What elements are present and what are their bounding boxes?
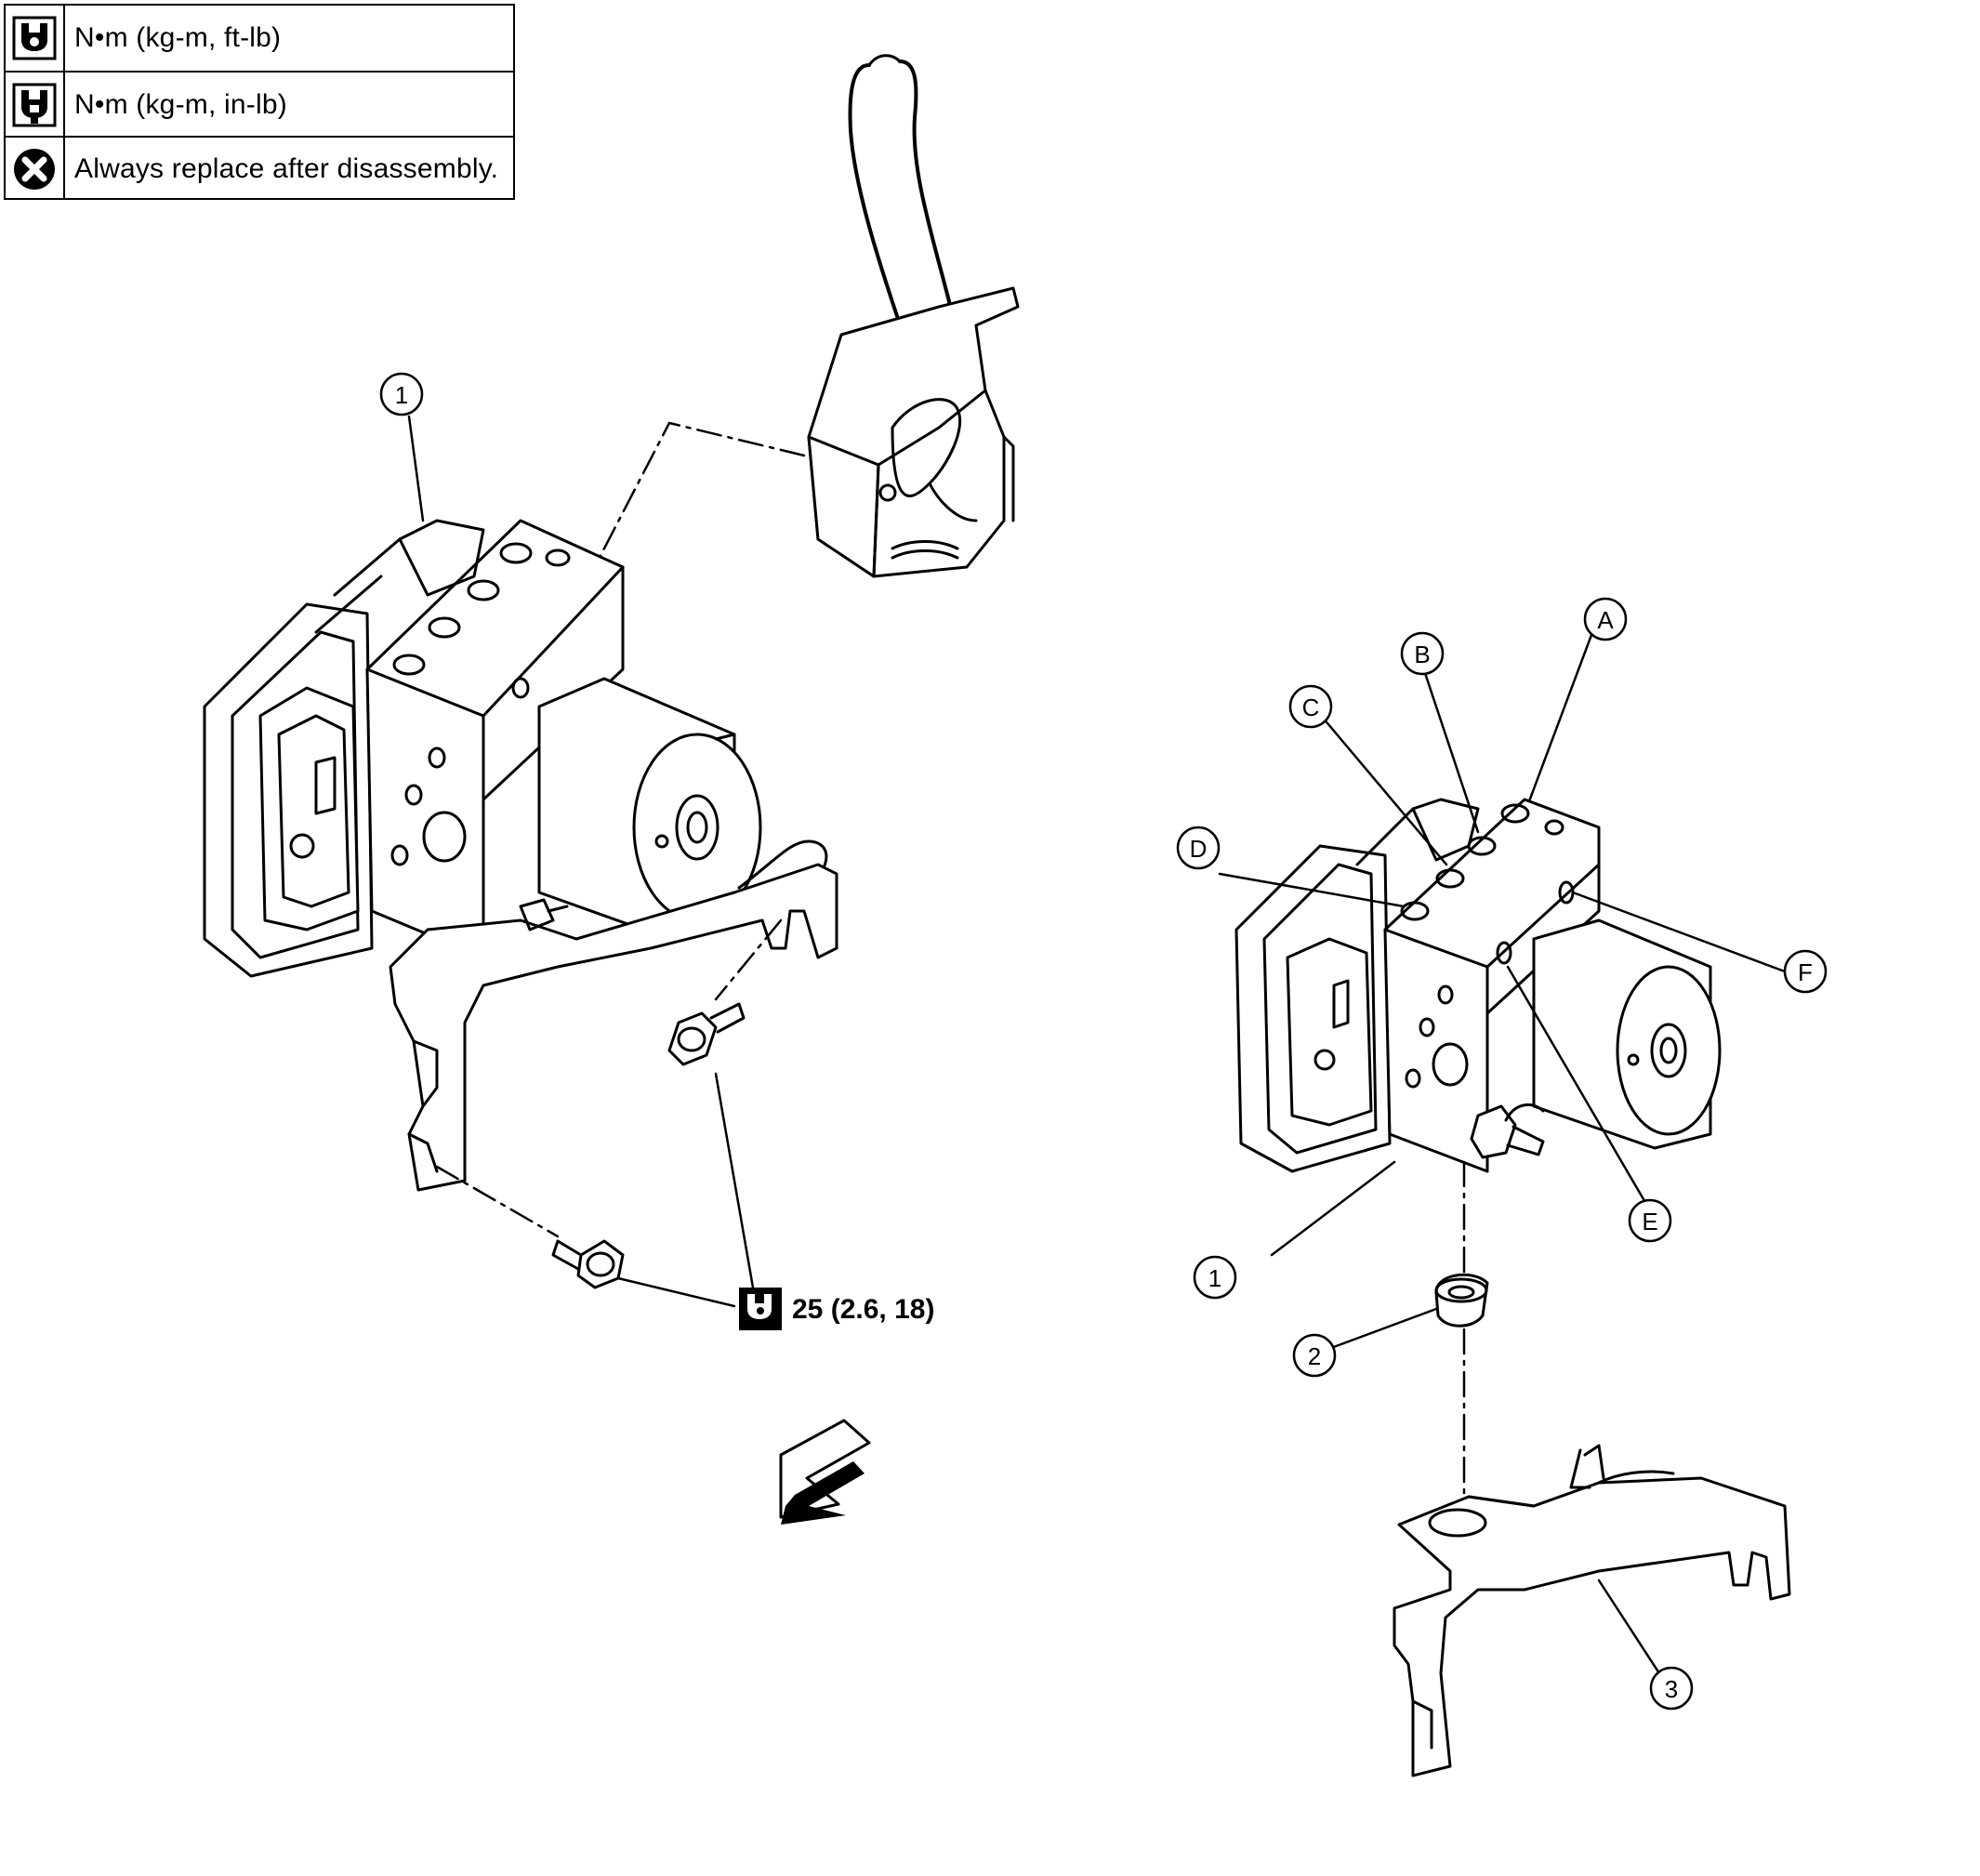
left-actuator-assembly: 25 (2.6, 18) 1: [203, 54, 1020, 1525]
legend-table: N•m (kg-m, ft-lb) N•m (kg-m, in-lb) Alwa…: [4, 4, 515, 200]
callout-C: [1288, 684, 1333, 729]
bolt-lower: [551, 1239, 625, 1289]
callout-A: [1583, 597, 1628, 641]
callout-E: [1628, 1198, 1672, 1243]
right-actuator-assembly: A B C D E F 1 2 3: [1176, 597, 1828, 1777]
torque-wrench-in-lb-icon: [6, 73, 65, 138]
callout-1-right: [1193, 1255, 1237, 1300]
callout-A-label: A: [1597, 606, 1614, 634]
callout-B: [1400, 631, 1445, 676]
port-D: [1400, 901, 1430, 921]
port-C: [1435, 868, 1465, 889]
left-abs-actuator: [203, 519, 838, 1192]
callout-D-label: D: [1190, 835, 1208, 863]
callout-1-right-label: 1: [1208, 1264, 1221, 1292]
callout-3-label: 3: [1665, 1675, 1678, 1703]
front-direction-arrow-icon: [779, 1419, 871, 1525]
legend-text-replace: Always replace after disassembly.: [74, 152, 499, 184]
callout-1-left-label: 1: [395, 381, 408, 409]
grommet: [1434, 1273, 1489, 1328]
callout-F: [1783, 949, 1828, 994]
legend-row-ft-lb: N•m (kg-m, ft-lb): [6, 6, 513, 71]
legend-text-in-lb: N•m (kg-m, in-lb): [74, 89, 287, 120]
legend-text-ft-lb: N•m (kg-m, ft-lb): [74, 22, 282, 53]
legend-row-in-lb: N•m (kg-m, in-lb): [6, 71, 513, 138]
callout-F-label: F: [1798, 958, 1813, 986]
callout-2-label: 2: [1308, 1342, 1321, 1370]
right-abs-actuator: [1234, 798, 1722, 1173]
callout-B-label: B: [1414, 641, 1430, 668]
bolt-upper: [667, 1002, 746, 1066]
port-A: [1500, 803, 1530, 824]
replace-x-icon: [6, 138, 65, 200]
port-E: [1496, 941, 1512, 965]
actuator-bracket: [1393, 1444, 1791, 1777]
harness-connector: [807, 54, 1020, 578]
callout-C-label: C: [1302, 694, 1320, 721]
torque-wrench-icon: [739, 1288, 782, 1330]
legend-row-replace: Always replace after disassembly.: [6, 136, 513, 200]
torque-wrench-ft-lb-icon: [6, 6, 65, 71]
callout-3: [1649, 1666, 1694, 1711]
alignment-line: [472, 421, 806, 801]
callout-1-left: [379, 372, 424, 416]
callout-2: [1292, 1333, 1337, 1378]
callout-D: [1176, 826, 1221, 870]
callout-E-label: E: [1642, 1208, 1657, 1235]
torque-value-label: 25 (2.6, 18): [792, 1294, 934, 1325]
